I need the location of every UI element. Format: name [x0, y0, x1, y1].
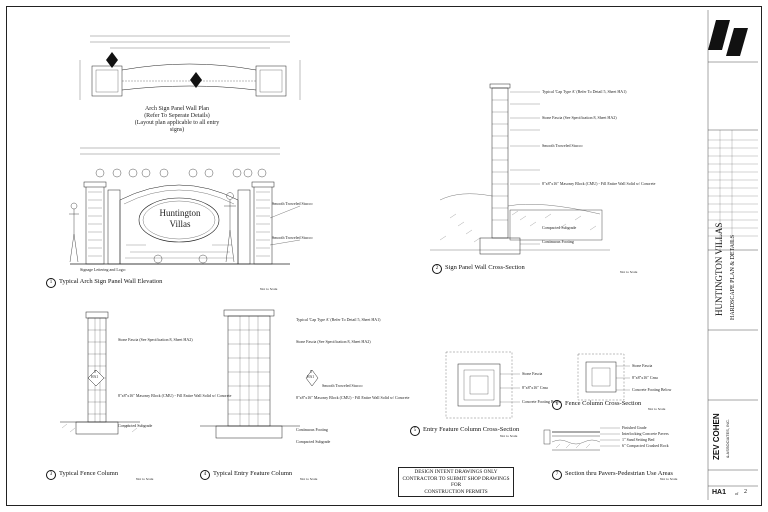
note-conc-footing-5: Concrete Footing Below: [522, 399, 562, 404]
note-cmu-4: 8"x8"x16" Masonry Block (CMU) - Fill Ent…: [296, 395, 410, 400]
view-scale-2: Not to Scale: [620, 270, 638, 274]
note-footing-4: Continuous Footing: [296, 427, 328, 432]
entry-column-section: [445, 351, 520, 419]
sheet-of: of: [735, 491, 739, 496]
drawing-sheet: [6, 6, 762, 506]
note-cap-4: Typical 'Cap Type A' (Refer To Detail 5,…: [296, 317, 381, 322]
sheet-number: HA1: [712, 489, 727, 496]
paver-section: [543, 427, 620, 451]
sign-panel-text: Huntington Villas: [159, 208, 201, 230]
view-number-4: 4: [200, 470, 210, 480]
callout-ha1-a: HA1: [91, 375, 98, 379]
view-scale-7: Not to Scale: [660, 477, 678, 481]
plan-note-1: (Refer To Seperate Details): [144, 113, 210, 119]
callout-5: 5: [310, 370, 312, 374]
note-base-7: 6" Compacted Crushed Rock: [622, 443, 669, 448]
fence-column: [60, 311, 140, 435]
plan-note-3: signs): [169, 127, 185, 133]
fence-column-section: [577, 353, 630, 401]
view-scale-1: Not to Scale: [260, 287, 278, 291]
sheet-total: 2: [744, 489, 747, 495]
note-stone-veneer-4: Stone Fascia (See Specification 8, Sheet…: [296, 339, 371, 344]
signage-note: Signage Lettering and Logo:: [80, 267, 126, 272]
note-smooth-stucco-4: Smooth Troweled Stucco: [322, 383, 363, 388]
view-scale-5: Not to Scale: [500, 434, 518, 438]
view-title-1-text: Typical Arch Sign Panel Wall Elevation: [59, 278, 163, 285]
note-cmu-core-6: 8"x8"x16" Cmu: [632, 375, 658, 380]
view-title-5-text: Entry Feature Column Cross-Section: [423, 426, 520, 433]
intent-line-3: CONSTRUCTION PERMITS: [424, 488, 488, 495]
view-number-7: 7: [552, 470, 562, 480]
note-cmu: 8"x8"x16" Masonry Block (CMU) - Fill Ent…: [542, 181, 656, 186]
callout-8: 8: [94, 370, 96, 374]
arch-sign-plan: [79, 35, 301, 100]
note-stone-veneer-3: Stone Fascia (See Specification 8, Sheet…: [118, 337, 193, 342]
firm-name: ZEV COHEN: [712, 413, 721, 460]
project-name: HUNTINGTON VILLAS: [714, 222, 724, 316]
plan-title: Arch Sign Panel Wall Plan: [144, 106, 210, 112]
view-title-7-text: Section thru Pavers-Pedestrian Use Areas: [565, 470, 673, 477]
note-cmu-3: 8"x8"x16" Masonry Block (CMU) - Fill Ent…: [118, 393, 232, 398]
sign-line-1: Huntington: [159, 208, 201, 218]
note-finish-grade-7: Finished Grade: [622, 425, 647, 430]
note-stone-fascia-6: Stone Fascia: [632, 363, 653, 368]
view-number-1: 1: [46, 278, 56, 288]
plan-title-block: Arch Sign Panel Wall Plan (Refer To Sepe…: [122, 106, 232, 134]
note-compacted-4: Compacted Subgrade: [296, 439, 331, 444]
note-smooth-stucco-1: Smooth Troweled Stucco: [272, 201, 313, 206]
view-title-2-text: Sign Panel Wall Cross-Section: [445, 264, 525, 271]
view-scale-3: Not to Scale: [136, 477, 154, 481]
note-cmu-core-5: 8"x8"x16" Cmu: [522, 385, 548, 390]
design-intent-note: DESIGN INTENT DRAWINGS ONLY CONTRACTOR T…: [398, 467, 514, 497]
view-scale-4: Not to Scale: [300, 477, 318, 481]
view-number-5: 5: [410, 426, 420, 436]
note-stone-veneer: Stone Fascia (See Specification 8, Sheet…: [542, 115, 617, 120]
view-number-2: 2: [432, 264, 442, 274]
entry-feature-column: [200, 309, 319, 439]
note-compacted: Compacted Subgrade: [542, 225, 577, 230]
note-stone-fascia-5: Stone Fascia: [522, 371, 543, 376]
note-smooth-stucco-2: Smooth Troweled Stucco: [272, 235, 313, 240]
intent-line-2: CONTRACTOR TO SUBMIT SHOP DRAWINGS FOR: [402, 475, 510, 489]
plan-note-2: (Layout plan applicable to all entry: [134, 120, 220, 126]
title-block-lines: [707, 10, 758, 500]
sign-line-2: Villas: [169, 219, 191, 229]
view-title-4-text: Typical Entry Feature Column: [213, 470, 293, 477]
note-sand-7: 1" Sand Setting Bed: [622, 437, 655, 442]
arch-elevation: [69, 147, 301, 265]
note-compacted-3: Compacted Subgrade: [118, 423, 153, 428]
note-conc-footing-6: Concrete Footing Below: [632, 387, 672, 392]
intent-line-1: DESIGN INTENT DRAWINGS ONLY: [414, 469, 498, 475]
firm-logo-mark: [708, 20, 748, 56]
view-number-6: 6: [552, 400, 562, 410]
view-title-3-text: Typical Fence Column: [59, 470, 119, 477]
view-title-6-text: Fence Column Cross-Section: [565, 400, 642, 407]
view-number-3: 3: [46, 470, 56, 480]
note-paver-7: Interlocking Concrete Pavers: [622, 431, 669, 436]
firm-sub: & ASSOCIATES, INC.: [725, 418, 730, 458]
note-footing: Continuous Footing: [542, 239, 574, 244]
view-scale-6: Not to Scale: [648, 407, 666, 411]
wall-cross-section: [430, 83, 610, 255]
callout-ha1-b: HA1: [307, 375, 314, 379]
note-smooth-stucco-3: Smooth Troweled Stucco: [542, 143, 583, 148]
note-cap: Typical 'Cap Type A' (Refer To Detail 5,…: [542, 89, 627, 94]
sheet-title: HARDSCAPE PLAN & DETAILS: [730, 234, 736, 320]
